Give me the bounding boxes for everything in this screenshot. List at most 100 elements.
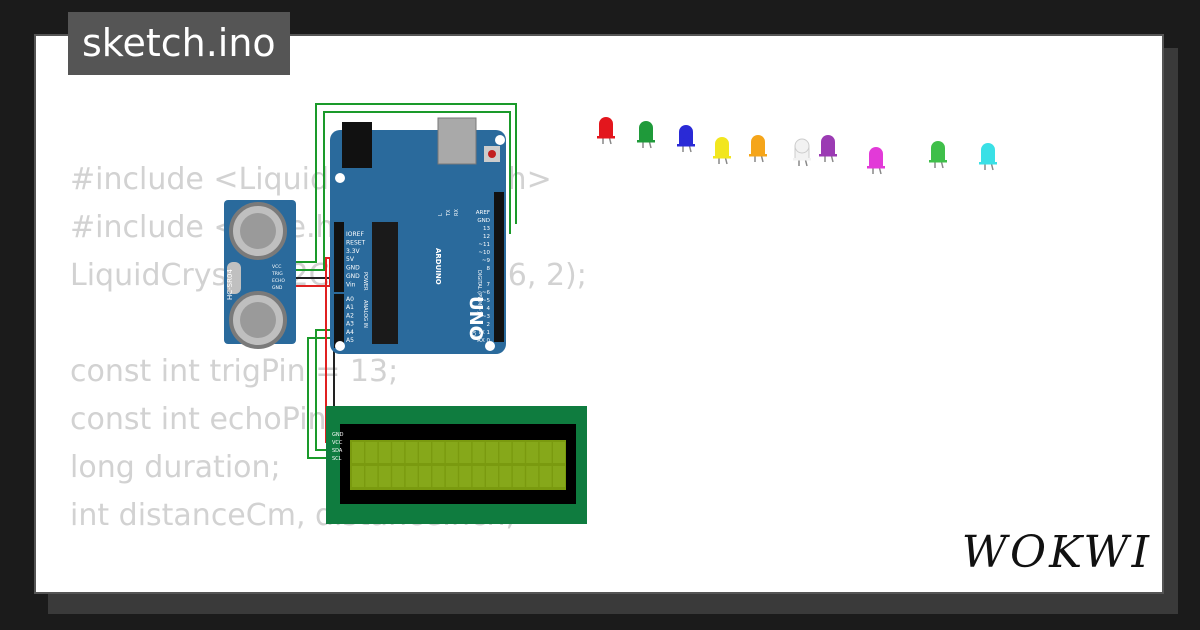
analog-pin-label: A4	[346, 329, 354, 336]
power-section-label: POWER	[362, 272, 368, 291]
lcd-cell	[539, 442, 552, 463]
analog-pin-label: A3	[346, 321, 354, 328]
lcd-cell	[553, 442, 565, 463]
code-line: long duration;	[70, 450, 281, 485]
lcd-cell	[459, 442, 472, 463]
digital-pin-label: 13	[483, 226, 490, 232]
lcd-cell	[499, 442, 512, 463]
power-header	[334, 222, 344, 292]
lcd-cell	[526, 466, 539, 487]
led-purple[interactable]	[819, 135, 837, 163]
lcd-cell	[365, 466, 378, 487]
lcd-cell	[392, 466, 405, 487]
analog-pin-label: A2	[346, 312, 354, 319]
lcd-cell	[432, 442, 445, 463]
lcd-cell	[445, 442, 458, 463]
digital-pin-label: 12	[483, 234, 490, 240]
wire-trig	[296, 103, 517, 263]
sensor-pin-label: ECHO	[272, 278, 285, 284]
digital-pin-label: GND	[477, 218, 490, 224]
lcd-cell	[553, 466, 565, 487]
lcd-cell	[365, 442, 378, 463]
arduino-uno-board[interactable]: IOREFRESET3.3V5VGNDGNDVinA0A1A2A3A4A5ARE…	[330, 117, 506, 354]
led-green[interactable]	[637, 121, 655, 149]
board-model-label: UNO	[465, 296, 486, 341]
analog-pin-label: A0	[346, 296, 354, 303]
lcd-cell	[378, 466, 391, 487]
digital-pin-label: ~6	[482, 290, 491, 296]
lcd-cell	[445, 466, 458, 487]
sensor-pin-label: VCC	[272, 264, 281, 270]
led-blue[interactable]	[677, 125, 695, 153]
digital-header	[494, 192, 504, 342]
power-pin-label: GND	[346, 265, 360, 272]
digital-pin-label: 4	[487, 306, 491, 312]
digital-section-label: DIGITAL (PWM ~)	[476, 270, 482, 313]
lcd-cell	[419, 442, 431, 463]
analog-pin-label: A1	[346, 304, 354, 311]
led-yellow[interactable]	[713, 137, 731, 165]
sensor-pin-label: GND	[272, 285, 283, 291]
lcd-pin-label: SDA	[332, 448, 343, 454]
lcd-pin-label: SCL	[332, 456, 342, 462]
led-pink[interactable]	[867, 147, 885, 175]
led-row	[597, 117, 997, 175]
digital-pin-label: ~10	[478, 250, 490, 256]
sensor-model-label: HC-SR04	[226, 269, 234, 300]
usb-port	[437, 117, 477, 165]
board-led-label: RX	[454, 209, 460, 216]
wire-lcd-sda	[315, 329, 340, 451]
lcd-cell	[526, 442, 539, 463]
lcd-cell	[512, 442, 525, 463]
led-white[interactable]	[793, 138, 811, 167]
led-cyan[interactable]	[979, 143, 997, 171]
led-red[interactable]	[597, 117, 615, 145]
lcd-cell	[486, 466, 498, 487]
on-led-label: ON	[472, 328, 478, 336]
lcd-pin-label: GND	[332, 432, 344, 438]
wire-echo	[296, 111, 511, 271]
digital-pin-label: ~9	[482, 258, 491, 264]
digital-pin-label: ~5	[482, 298, 491, 304]
power-pin-label: RESET	[346, 239, 366, 246]
lcd-cell	[352, 466, 364, 487]
sensor-pin-label: TRIG	[271, 271, 283, 277]
power-pin-label: 5V	[346, 256, 355, 263]
atmega-chip	[372, 222, 398, 344]
lcd-cell	[499, 466, 512, 487]
lcd-cell	[459, 466, 472, 487]
analog-section-label: ANALOG IN	[362, 300, 368, 328]
power-pin-label: Vin	[346, 281, 356, 288]
lcd-cell	[512, 466, 525, 487]
power-jack	[342, 122, 372, 168]
lcd-cell	[405, 466, 418, 487]
sketch-title: sketch.ino	[68, 12, 290, 75]
digital-pin-label: ~11	[478, 242, 490, 248]
digital-pin-label: 2	[487, 322, 491, 328]
lcd-pin-label: VCC	[332, 440, 343, 446]
lcd-cell	[432, 466, 445, 487]
lcd-display[interactable]: GND VCC SDA SCL	[326, 406, 587, 524]
wire-lcd-scl	[307, 337, 340, 459]
board-led-label: L	[438, 213, 444, 216]
lcd-cell	[405, 442, 418, 463]
code-line: const int trigPin = 13;	[70, 354, 399, 389]
lcd-character-grid	[352, 442, 565, 487]
digital-pin-label: 7	[487, 282, 491, 288]
board-led-label: TX	[446, 209, 452, 217]
analog-header	[334, 294, 344, 348]
board-maker-label: ARDUINO	[434, 248, 442, 285]
lcd-cell	[392, 442, 405, 463]
digital-pin-label: TX 1	[477, 330, 490, 336]
digital-pin-label: RX 0	[477, 338, 490, 344]
lcd-cell	[486, 442, 498, 463]
lcd-cell	[352, 442, 364, 463]
digital-pin-label: 8	[487, 266, 491, 272]
lcd-cell	[419, 466, 431, 487]
wokwi-logo: WOKWI	[961, 527, 1152, 578]
power-pin-label: IOREF	[346, 231, 364, 238]
led-limegreen[interactable]	[929, 141, 947, 169]
led-orange[interactable]	[749, 135, 767, 163]
